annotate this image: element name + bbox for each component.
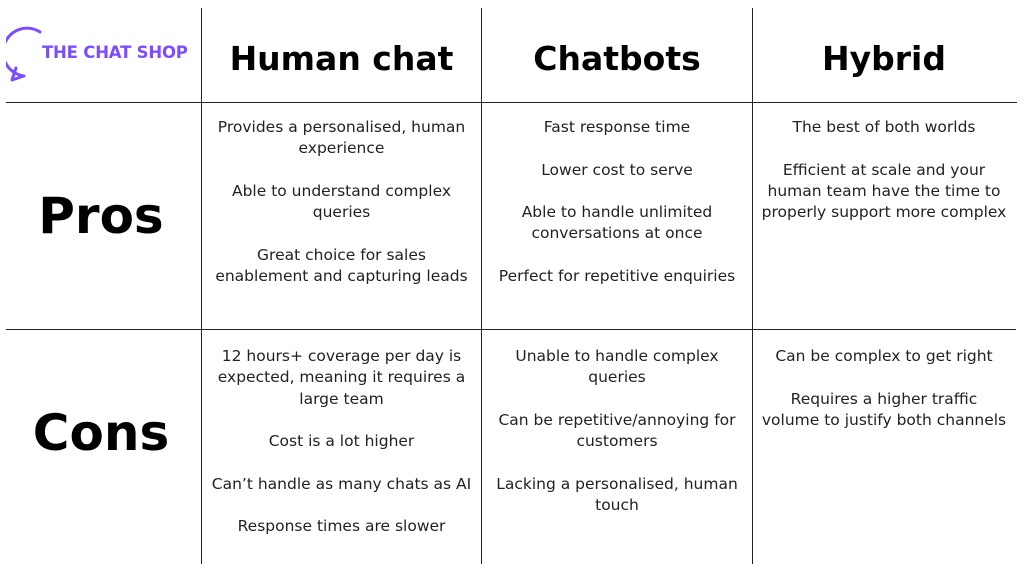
cell-item: Lacking a personalised, human touch bbox=[496, 474, 738, 515]
column-header-hybrid: Hybrid bbox=[822, 38, 946, 78]
cell-item: Can be repetitive/annoying for customers bbox=[498, 410, 736, 451]
cell-item: Able to understand complex queries bbox=[231, 181, 452, 222]
cell-cons-hybrid: Can be complex to get right Requires a h… bbox=[753, 346, 1015, 452]
cell-item: Cost is a lot higher bbox=[268, 432, 415, 451]
cell-pros-hybrid: The best of both worlds Efficient at sca… bbox=[753, 117, 1015, 245]
row-header-pros: Pros bbox=[38, 187, 164, 245]
cell-item: Able to handle unlimited conversations a… bbox=[521, 203, 713, 243]
cell-item: Response times are slower bbox=[237, 517, 446, 536]
cell-cons-chatbots: Unable to handle complex queries Can be … bbox=[482, 346, 752, 538]
cell-item: Perfect for repetitive enquiries bbox=[498, 267, 736, 286]
brand-name: THE CHAT SHOP bbox=[42, 43, 188, 62]
column-header-chatbots: Chatbots bbox=[533, 38, 701, 78]
cell-item: 12 hours+ coverage per day is expected, … bbox=[217, 347, 466, 408]
column-divider bbox=[752, 8, 753, 564]
column-divider bbox=[201, 8, 202, 564]
cell-cons-human-chat: 12 hours+ coverage per day is expected, … bbox=[202, 346, 481, 559]
cell-item: Great choice for sales enablement and ca… bbox=[215, 245, 468, 286]
row-header-cons: Cons bbox=[32, 404, 170, 462]
cell-item: Lower cost to serve bbox=[541, 160, 693, 179]
column-header-human-chat: Human chat bbox=[229, 38, 454, 78]
brand-logo: THE CHAT SHOP bbox=[6, 24, 198, 82]
row-divider bbox=[6, 329, 1016, 330]
row-divider bbox=[6, 102, 1017, 103]
cell-item: Can be complex to get right bbox=[775, 347, 993, 365]
column-divider bbox=[481, 8, 482, 564]
cell-item: The best of both worlds bbox=[792, 118, 976, 136]
cell-item: Unable to handle complex queries bbox=[515, 347, 719, 387]
cell-item: Efficient at scale and your human team h… bbox=[761, 160, 1007, 222]
cell-pros-chatbots: Fast response time Lower cost to serve A… bbox=[482, 117, 752, 309]
cell-item: Fast response time bbox=[543, 118, 691, 136]
cell-item: Provides a personalised, human experienc… bbox=[217, 118, 466, 158]
chat-bubble-icon bbox=[6, 26, 42, 82]
cell-pros-human-chat: Provides a personalised, human experienc… bbox=[202, 117, 481, 309]
cell-item: Can’t handle as many chats as AI bbox=[211, 474, 472, 493]
cell-item: Requires a higher traffic volume to just… bbox=[761, 389, 1007, 429]
